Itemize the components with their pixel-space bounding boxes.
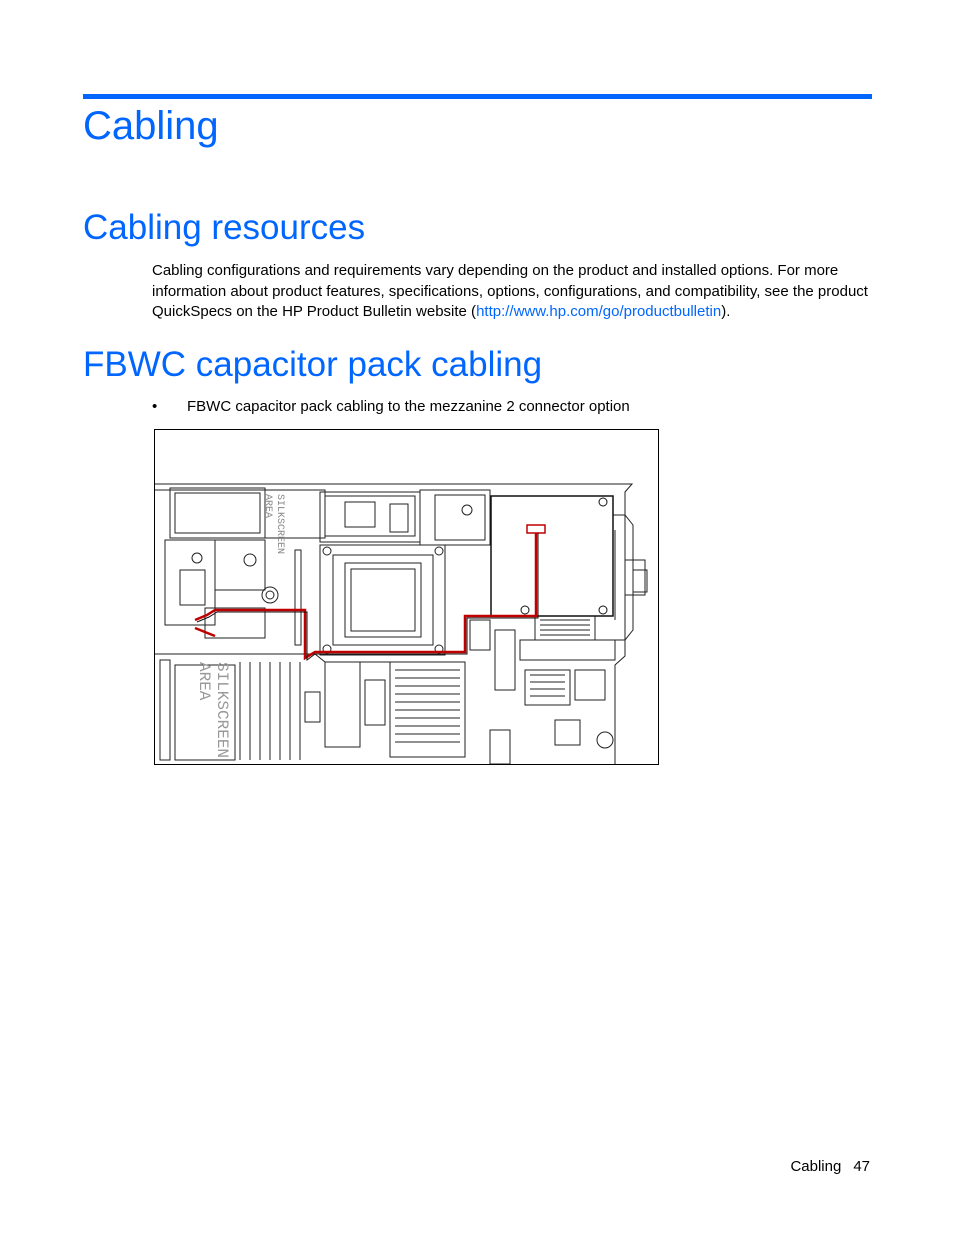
footer-page-number: 47 <box>853 1158 870 1175</box>
section-heading-fbwc-capacitor-pack-cabling: FBWC capacitor pack cabling <box>83 345 543 384</box>
bullet-text: FBWC capacitor pack cabling to the mezza… <box>187 398 630 415</box>
title-rule <box>83 94 872 99</box>
fbwc-capacitor-pack <box>490 495 614 617</box>
section-heading-cabling-resources: Cabling resources <box>83 208 366 247</box>
chapter-title: Cabling <box>83 104 219 148</box>
silkscreen-label-top: SILKSCREEN <box>274 494 285 554</box>
server-board-diagram: SILKSCREEN AREA SILKSCREEN AREA <box>155 483 648 764</box>
paragraph-text-end: ). <box>721 303 731 320</box>
page-footer: Cabling 47 <box>790 1158 870 1175</box>
silkscreen-label-bottom: SILKSCREEN <box>213 662 231 758</box>
bullet-icon: • <box>152 398 158 415</box>
silkscreen-area-top: AREA <box>262 494 273 518</box>
paragraph-text: Cabling configurations and requirements … <box>152 262 868 320</box>
fbwc-cabling-figure: SILKSCREEN AREA SILKSCREEN AREA <box>154 429 659 765</box>
footer-section-name: Cabling <box>790 1158 842 1175</box>
capacitor-cable <box>194 533 538 661</box>
cabling-resources-paragraph: Cabling configurations and requirements … <box>152 261 872 323</box>
product-bulletin-link[interactable]: http://www.hp.com/go/productbulletin <box>476 303 722 320</box>
silkscreen-area-bottom: AREA <box>195 662 213 701</box>
